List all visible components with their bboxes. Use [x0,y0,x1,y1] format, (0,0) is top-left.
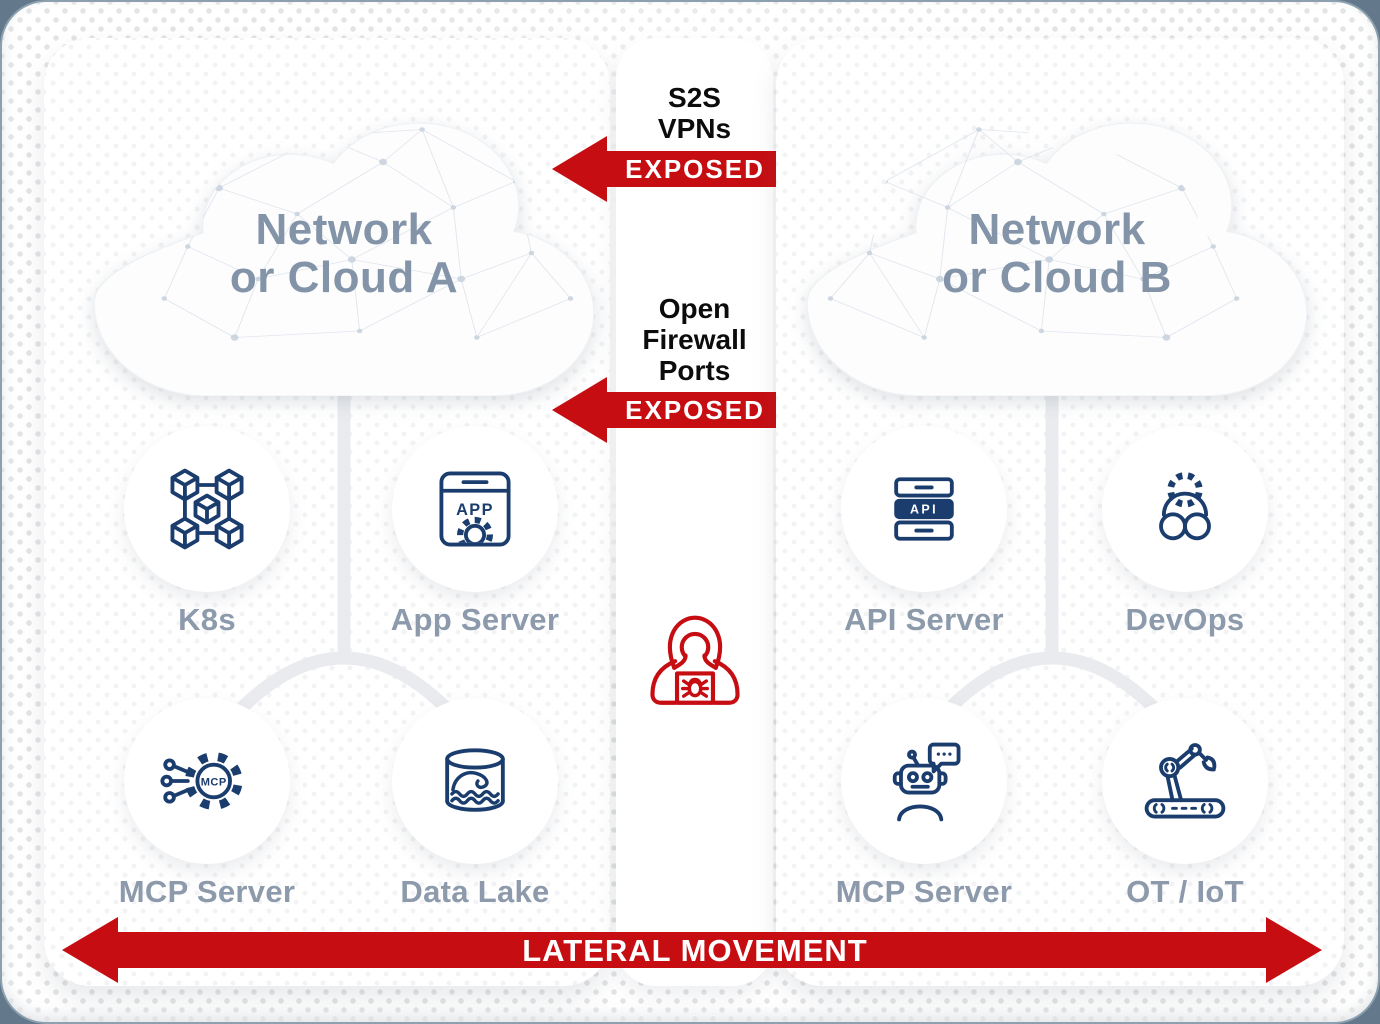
cloud-b [807,122,1307,396]
cloud-a-title-line1: Network [255,205,433,254]
app-server-node: APP [392,426,558,592]
network-a-panel: Network or Cloud A K8s [44,38,610,986]
robot-chatbot-icon [892,742,961,822]
data-lake-cylinder-icon [445,748,505,812]
k8s-cubes-icon [170,468,244,550]
network-b-connectors [935,356,1169,723]
cloud-a-title: Network or Cloud A [94,206,594,302]
cloud-a [94,122,594,396]
devops-infinity-gear-icon [1159,472,1211,541]
mcp-server-a-node: MCP [124,698,290,864]
s2s-exposed-badge: EXPOSED [625,154,765,184]
firewall-line2: Firewall [642,324,747,355]
s2s-exposed-arrow: EXPOSED [552,136,838,202]
api-server-label: API Server [844,602,1004,637]
ot-iot-node [1102,698,1268,864]
firewall-line3: Ports [658,355,731,386]
hacker-laptop-bug-icon [650,615,740,705]
cloud-b-title-line1: Network [968,205,1146,254]
k8s-label: K8s [178,602,236,637]
app-icon-text: APP [456,501,494,519]
mcp-server-b-node [841,698,1007,864]
app-server-label: App Server [390,602,560,637]
ot-iot-label: OT / IoT [1126,874,1244,909]
network-mesh [827,127,1240,341]
s2s-vpns-label: S2S VPNs [616,82,773,144]
cloud-b-title-line2: or Cloud B [942,253,1172,302]
mcp-gear-icon: MCP [160,752,243,810]
s2s-line2: VPNs [657,113,732,144]
s2s-line1: S2S [668,82,721,113]
network-mesh [161,127,574,341]
network-a-connectors [227,356,461,723]
open-firewall-ports-label: Open Firewall Ports [616,293,773,386]
robotic-arm-icon [1144,743,1226,819]
cloud-b-title: Network or Cloud B [807,206,1307,302]
devops-node [1102,426,1268,592]
app-window-gear-icon: APP [439,471,511,547]
devops-label: DevOps [1125,602,1245,637]
api-server-stack-icon: API [894,477,954,541]
lateral-movement-badge: LATERAL MOVEMENT [522,933,868,968]
mcp-icon-text: MCP [201,776,227,788]
cloud-a-title-line2: or Cloud A [229,253,459,302]
api-icon-text: API [910,502,938,516]
firewall-line1: Open [658,293,731,324]
data-lake-node [392,698,558,864]
firewall-exposed-badge: EXPOSED [625,395,765,425]
firewall-exposed-arrow: EXPOSED [552,377,838,443]
mcp-server-b-label: MCP Server [835,874,1013,909]
api-server-node: API [841,426,1007,592]
lateral-movement-arrow: LATERAL MOVEMENT [62,917,1322,983]
exposure-strip [616,38,773,986]
data-lake-label: Data Lake [400,874,550,909]
k8s-node [124,426,290,592]
mcp-server-a-label: MCP Server [118,874,296,909]
network-b-panel: Network or Cloud B API API Server [776,38,1344,986]
